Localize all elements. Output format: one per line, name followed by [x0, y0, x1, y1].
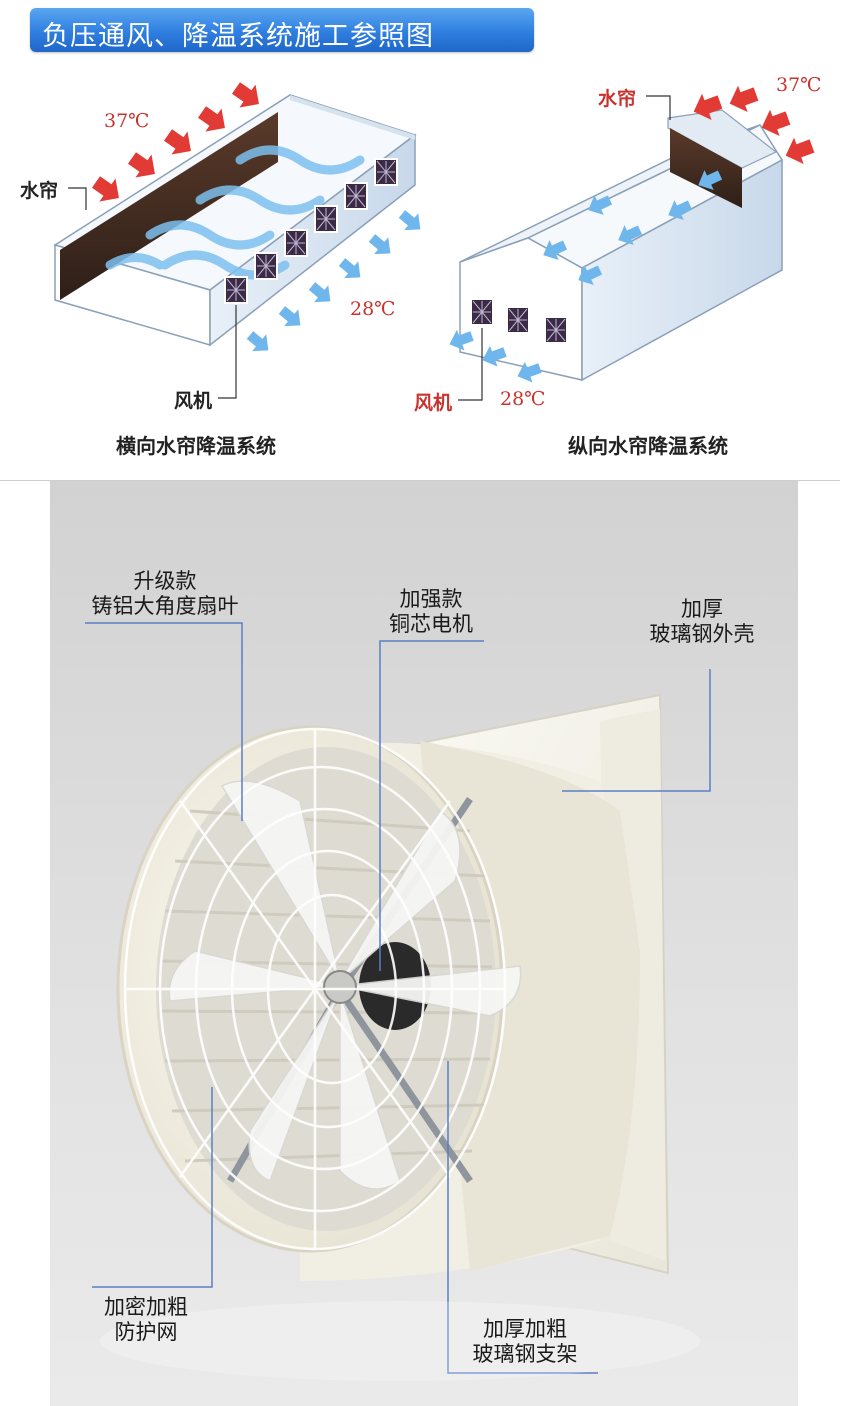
left-curtain-label: 水帘: [20, 180, 59, 202]
fan-illustration: [85, 622, 711, 1381]
fan-photo-section: 升级款 铸铝大角度扇叶 加强款 铜芯电机 加厚 玻璃钢外壳 加密加粗 防护网 加…: [0, 481, 854, 1406]
left-diagram-caption: 横向水帘降温系统: [116, 434, 276, 458]
guard-callout: 加密加粗 防护网: [104, 1295, 188, 1344]
callout-lines: [85, 622, 711, 1374]
bracket-callout: 加厚加粗 玻璃钢支架: [472, 1317, 578, 1366]
title-banner: 负压通风、降温系统施工参照图: [30, 8, 534, 52]
diagram-section: 负压通风、降温系统施工参照图: [0, 0, 854, 480]
motor-callout: 加强款 铜芯电机: [389, 587, 473, 636]
right-temp-in: 37℃: [776, 74, 822, 96]
blade-callout: 升级款 铸铝大角度扇叶: [91, 569, 239, 618]
right-temp-out: 28℃: [500, 388, 546, 410]
left-temp-in: 37℃: [104, 110, 150, 132]
right-fan-label: 风机: [414, 392, 453, 414]
page-title: 负压通风、降温系统施工参照图: [42, 21, 434, 52]
right-curtain-label: 水帘: [598, 88, 637, 110]
left-temp-out: 28℃: [350, 298, 396, 320]
right-greenhouse: [445, 80, 817, 401]
left-fan-label: 风机: [174, 390, 213, 412]
section-divider: [0, 480, 840, 481]
right-diagram-caption: 纵向水帘降温系统: [568, 434, 728, 458]
shell-callout: 加厚 玻璃钢外壳: [649, 597, 755, 646]
cooling-diagrams-illustration: [53, 76, 817, 401]
left-greenhouse: [53, 76, 428, 399]
